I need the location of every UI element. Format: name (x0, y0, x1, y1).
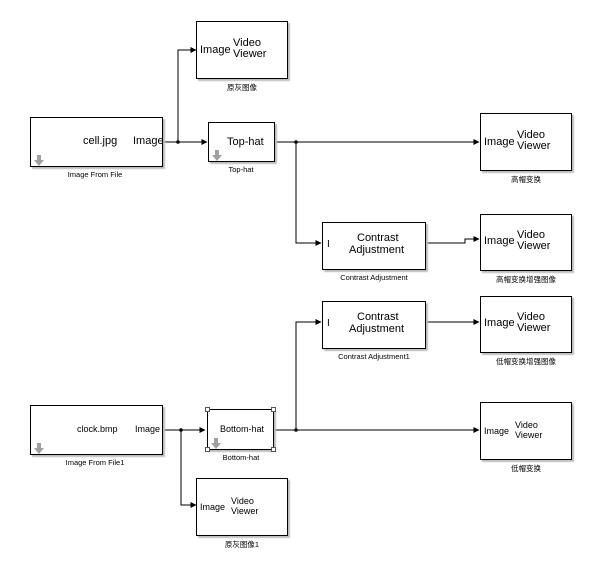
download-arrow-icon (34, 155, 44, 166)
block-caption: Image From File1 (65, 458, 125, 467)
block-caption: 原灰图像 (227, 83, 257, 92)
block-caption: Top-hat (228, 165, 254, 174)
viewer-title-line1: Video (233, 37, 261, 49)
input-port-label: Image (484, 426, 510, 436)
block-title: Top-hat (227, 136, 264, 148)
block-title: Bottom-hat (220, 424, 265, 434)
selection-handle[interactable] (271, 407, 276, 412)
image-from-file-block[interactable]: cell.jpg Image (30, 117, 164, 167)
selection-handle[interactable] (271, 447, 276, 452)
block-caption: 高帽变换 (511, 175, 541, 184)
block-title-line1: Contrast (357, 311, 399, 323)
block-caption: 低帽变换 (511, 464, 541, 473)
input-port-label: Image (484, 235, 515, 247)
signal-line-file1-to-viewer (177, 47, 197, 142)
signal-line-tophat-to-contrast (295, 142, 322, 246)
viewer-title-line2: Viewer (233, 48, 267, 60)
viewer-title-line2: Viewer (231, 506, 259, 516)
block-caption: Contrast Adjustment1 (338, 352, 410, 361)
viewer-title-line1: Video (515, 420, 538, 430)
video-viewer-block[interactable]: Image Video Viewer (196, 478, 288, 536)
input-port-label: I (327, 239, 330, 250)
signal-line-file2-to-viewer (180, 430, 197, 508)
selection-handle[interactable] (205, 407, 210, 412)
viewer-title-line1: Video (517, 129, 545, 141)
video-viewer-block[interactable]: Image Video Viewer (480, 214, 572, 271)
video-viewer-block[interactable]: Image Video Viewer (196, 21, 288, 79)
block-caption: 原灰图像1 (224, 540, 260, 549)
top-hat-block[interactable]: Top-hat (208, 122, 275, 162)
selection-handle[interactable] (205, 447, 210, 452)
input-port-label: Image (484, 317, 515, 329)
block-title-line2: Adjustment (349, 323, 405, 335)
input-port-label: I (327, 318, 330, 329)
download-arrow-icon (212, 150, 222, 161)
video-viewer-block[interactable]: Image Video Viewer (480, 113, 572, 171)
viewer-title-line1: Video (517, 229, 545, 241)
signal-line-bottomhat-to-contrast (295, 319, 322, 430)
file-name-label: clock.bmp (77, 424, 118, 434)
block-title-line1: Contrast (357, 232, 399, 244)
input-port-label: Image (484, 136, 515, 148)
viewer-title-line2: Viewer (517, 322, 551, 334)
output-port-label: Image (135, 424, 161, 434)
branch-point (179, 428, 183, 432)
block-caption: 低帽变换增强图像 (496, 357, 556, 366)
download-arrow-icon (34, 443, 44, 454)
input-port-label: Image (200, 44, 231, 56)
image-from-file-block[interactable]: clock.bmp Image (30, 405, 163, 455)
contrast-adjustment-block[interactable]: I Contrast Adjustment (322, 222, 426, 270)
block-title-line2: Adjustment (349, 244, 405, 256)
video-viewer-block[interactable]: Image Video Viewer (480, 296, 572, 353)
block-caption: 高帽变换增强图像 (496, 275, 556, 284)
branch-point (294, 140, 298, 144)
branch-point (176, 140, 180, 144)
viewer-title-line2: Viewer (517, 240, 551, 252)
download-arrow-icon (211, 438, 221, 449)
input-port-label: Image (200, 502, 226, 512)
viewer-title-line2: Viewer (515, 430, 543, 440)
video-viewer-block[interactable]: Image Video Viewer (480, 402, 572, 460)
block-caption: Image From File (67, 170, 123, 179)
viewer-title-line2: Viewer (517, 140, 551, 152)
bottom-hat-block[interactable]: Bottom-hat (207, 409, 274, 450)
branch-point (294, 428, 298, 432)
viewer-title-line1: Video (231, 496, 254, 506)
viewer-title-line1: Video (517, 311, 545, 323)
output-port-label: Image (133, 135, 164, 147)
signal-line-contrast1-to-viewer (425, 236, 480, 244)
block-caption: Contrast Adjustment (340, 273, 408, 282)
contrast-adjustment-block[interactable]: I Contrast Adjustment (322, 301, 426, 349)
block-caption: Bottom-hat (222, 453, 260, 462)
file-name-label: cell.jpg (83, 135, 118, 147)
